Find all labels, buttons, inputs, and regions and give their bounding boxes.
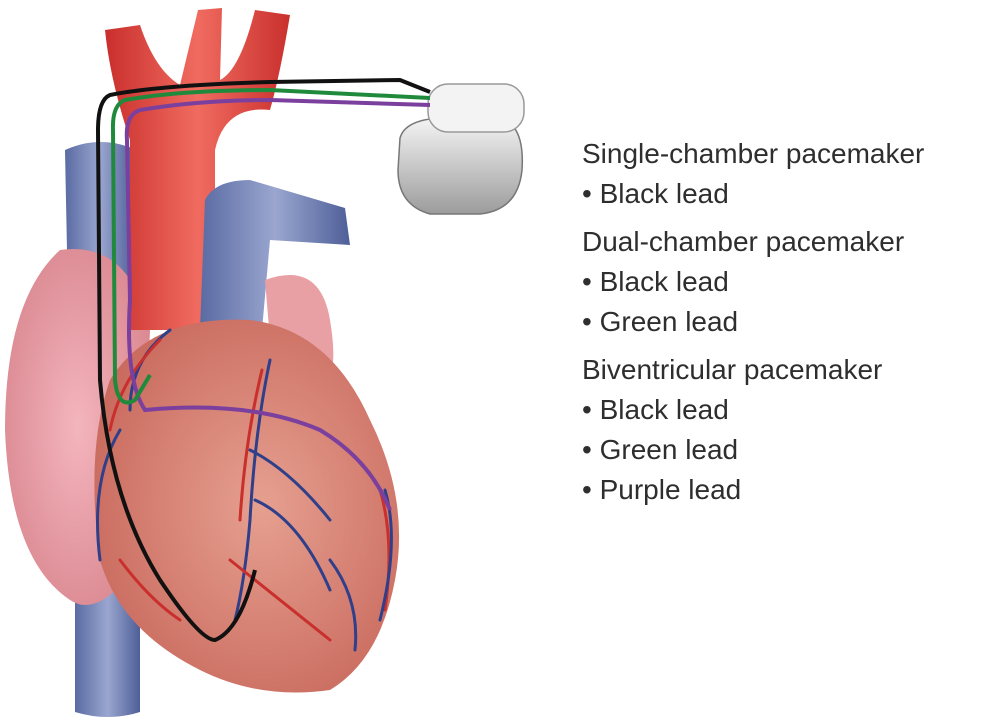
legend-item-green-lead: Green lead [582, 430, 924, 470]
purple-lead [124, 97, 431, 511]
legend-item-black-lead: Black lead [582, 390, 924, 430]
legend-item-purple-lead: Purple lead [582, 470, 924, 510]
coronary-vessels [96, 328, 393, 652]
black-lead [95, 77, 431, 643]
legend-item-black-lead: Black lead [582, 174, 924, 214]
legend-heading-dual-chamber: Dual-chamber pacemaker [582, 226, 905, 257]
legend-item-black-lead: Black lead [582, 262, 924, 302]
pulmonary-artery [200, 180, 350, 330]
pacemaker-device [397, 83, 525, 215]
legend-heading-biventricular: Biventricular pacemaker [582, 354, 883, 385]
pacemaker-legend: Single-chamber pacemaker Black lead Dual… [582, 134, 924, 510]
legend-item-green-lead: Green lead [582, 302, 924, 342]
ventricles [94, 319, 400, 693]
legend-heading-single-chamber: Single-chamber pacemaker [582, 138, 925, 169]
green-lead [110, 87, 431, 405]
